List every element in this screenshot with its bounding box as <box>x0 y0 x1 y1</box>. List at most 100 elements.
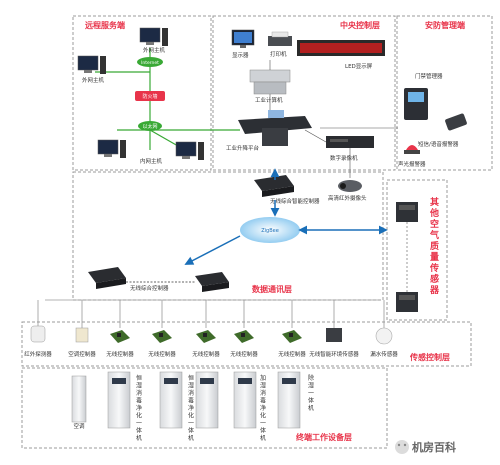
other-sensors-title-char: 传 <box>429 262 439 274</box>
remote-links <box>95 48 240 151</box>
terminal-label-char: 一 <box>308 390 314 397</box>
sensor-label: 无线控制器 <box>230 350 258 358</box>
terminal-label-char: 体 <box>308 397 314 405</box>
industrial-pc-device <box>249 69 291 95</box>
industrial-pc-label: 工业计算机 <box>255 96 283 104</box>
remote-zone-title: 远程服务端 <box>85 20 125 30</box>
printer-label: 打印机 <box>270 50 287 58</box>
sensor-bus-drops <box>37 300 385 328</box>
other-sensors-title-char: 他 <box>429 207 439 219</box>
right-hub-device <box>195 272 229 292</box>
internet-label: Internet <box>141 60 159 66</box>
precision-cabinet-device <box>195 371 219 429</box>
sensor-label: 无线控制器 <box>278 350 306 358</box>
top-hub-label-1: 无线综合智能控制器 <box>270 197 320 205</box>
sensor-device <box>234 330 254 343</box>
sensor-device <box>75 327 89 343</box>
sms-alarm-device <box>445 113 467 131</box>
security-zone-title: 安防管理端 <box>425 20 465 30</box>
terminal-label-char: 除 <box>308 374 314 382</box>
comm-zone-title: 数据通讯层 <box>252 284 292 294</box>
sensor-label: 无线控制器 <box>148 350 176 358</box>
extranet-host-top <box>139 27 168 46</box>
terminal-label-char: 化 <box>136 412 142 420</box>
sensor-device <box>282 330 302 343</box>
terminal-label-char: 消 <box>260 389 266 397</box>
purifier-cabinet-device <box>233 371 257 429</box>
lift-platform-label: 工业升降平台 <box>226 144 260 152</box>
terminal-label-char: 净 <box>188 404 194 412</box>
watermark-logo <box>395 440 409 454</box>
other-sensors-title-char: 感 <box>430 273 439 285</box>
terminal-label-char: 毒 <box>260 397 266 405</box>
led-label: LED显示屏 <box>345 63 373 70</box>
terminal-label-char: 湿 <box>136 382 142 390</box>
dvr-device <box>326 136 374 148</box>
terminal-label-char: 机 <box>308 404 314 412</box>
led-display-device <box>297 40 385 56</box>
intranet-host-label: 内网主机 <box>140 157 163 165</box>
purifier-cabinet-device <box>159 371 183 429</box>
terminal-zone <box>21 367 388 449</box>
remote-zone <box>72 15 212 171</box>
access-label: 门禁管理器 <box>415 72 443 80</box>
other-sensors-zone <box>386 179 448 321</box>
internet-node: Internet <box>137 57 163 67</box>
terminal-label-char: 毒 <box>136 397 142 405</box>
terminal-label-char: 化 <box>188 412 194 420</box>
other-sensors-title-char: 气 <box>429 229 439 241</box>
camera-label: 高清红外摄像头 <box>328 194 367 202</box>
ethernet-label: 以太网 <box>142 123 157 130</box>
terminal-label-char: 机 <box>188 434 194 442</box>
terminal-label-char: 加 <box>260 374 266 382</box>
terminal-label-char: 恒 <box>136 374 142 382</box>
terminal-label-char: 消 <box>136 389 142 397</box>
sensor-label: 无线控制器 <box>192 350 220 358</box>
terminal-label-char: 湿 <box>308 382 314 390</box>
terminal-zone-title: 终端工作设备层 <box>295 432 352 442</box>
terminal-label-char: 湿 <box>260 382 266 390</box>
other-sensors-title-char: 量 <box>430 251 439 263</box>
terminal-label-char: 净 <box>260 404 266 412</box>
terminal-label-char: 净 <box>136 404 142 412</box>
extranet-host-left <box>77 55 106 74</box>
firewall-label: 防火墙 <box>142 93 157 100</box>
terminal-label-char: 一 <box>260 420 266 427</box>
sensor-row: 红外探测器空调控制器无线控制器无线控制器无线控制器无线控制器无线控制器无线智能环… <box>24 325 398 358</box>
sensor-device <box>152 330 172 343</box>
sensing-zone-title: 传感控制层 <box>409 352 450 362</box>
intranet-host-left <box>97 139 126 158</box>
sensor-label: 漏水传感器 <box>370 350 398 358</box>
central-zone <box>212 15 396 171</box>
other-sensor-top <box>396 202 418 222</box>
beacon-device <box>404 145 420 154</box>
access-controller-device <box>404 88 428 120</box>
link-platform-dvr <box>304 129 327 143</box>
extranet-host-top-label: 外网主机 <box>143 46 166 54</box>
sensor-label: 无线智能环境传感器 <box>309 350 359 358</box>
terminal-label-char: 体 <box>136 427 142 435</box>
terminal-label-char: 一 <box>188 420 194 427</box>
sensor-label: 空调控制器 <box>68 350 96 358</box>
sensing-zone <box>21 321 472 367</box>
extranet-host-left-label: 外网主机 <box>82 76 105 84</box>
ac-label: 空调 <box>73 422 85 430</box>
sensor-label: 无线控制器 <box>106 350 134 358</box>
sensor-device <box>196 330 216 343</box>
beacon-label: 声光报警器 <box>398 160 426 168</box>
air-conditioner-device <box>71 375 87 423</box>
terminal-label-char: 体 <box>188 427 194 435</box>
arrow-cloud-left <box>184 235 241 265</box>
central-zone-title: 中央控制层 <box>340 20 380 30</box>
sensor-device <box>110 330 130 343</box>
sensor-label: 红外探测器 <box>24 350 52 358</box>
sensor-device <box>326 328 342 342</box>
watermark-text: 机房百科 <box>412 440 456 454</box>
sensor-device <box>30 325 46 343</box>
precision-cabinet-device <box>277 371 301 429</box>
terminal-label-char: 体 <box>260 427 266 435</box>
other-sensors-title-char: 其 <box>430 196 439 208</box>
sensor-device <box>375 327 393 345</box>
